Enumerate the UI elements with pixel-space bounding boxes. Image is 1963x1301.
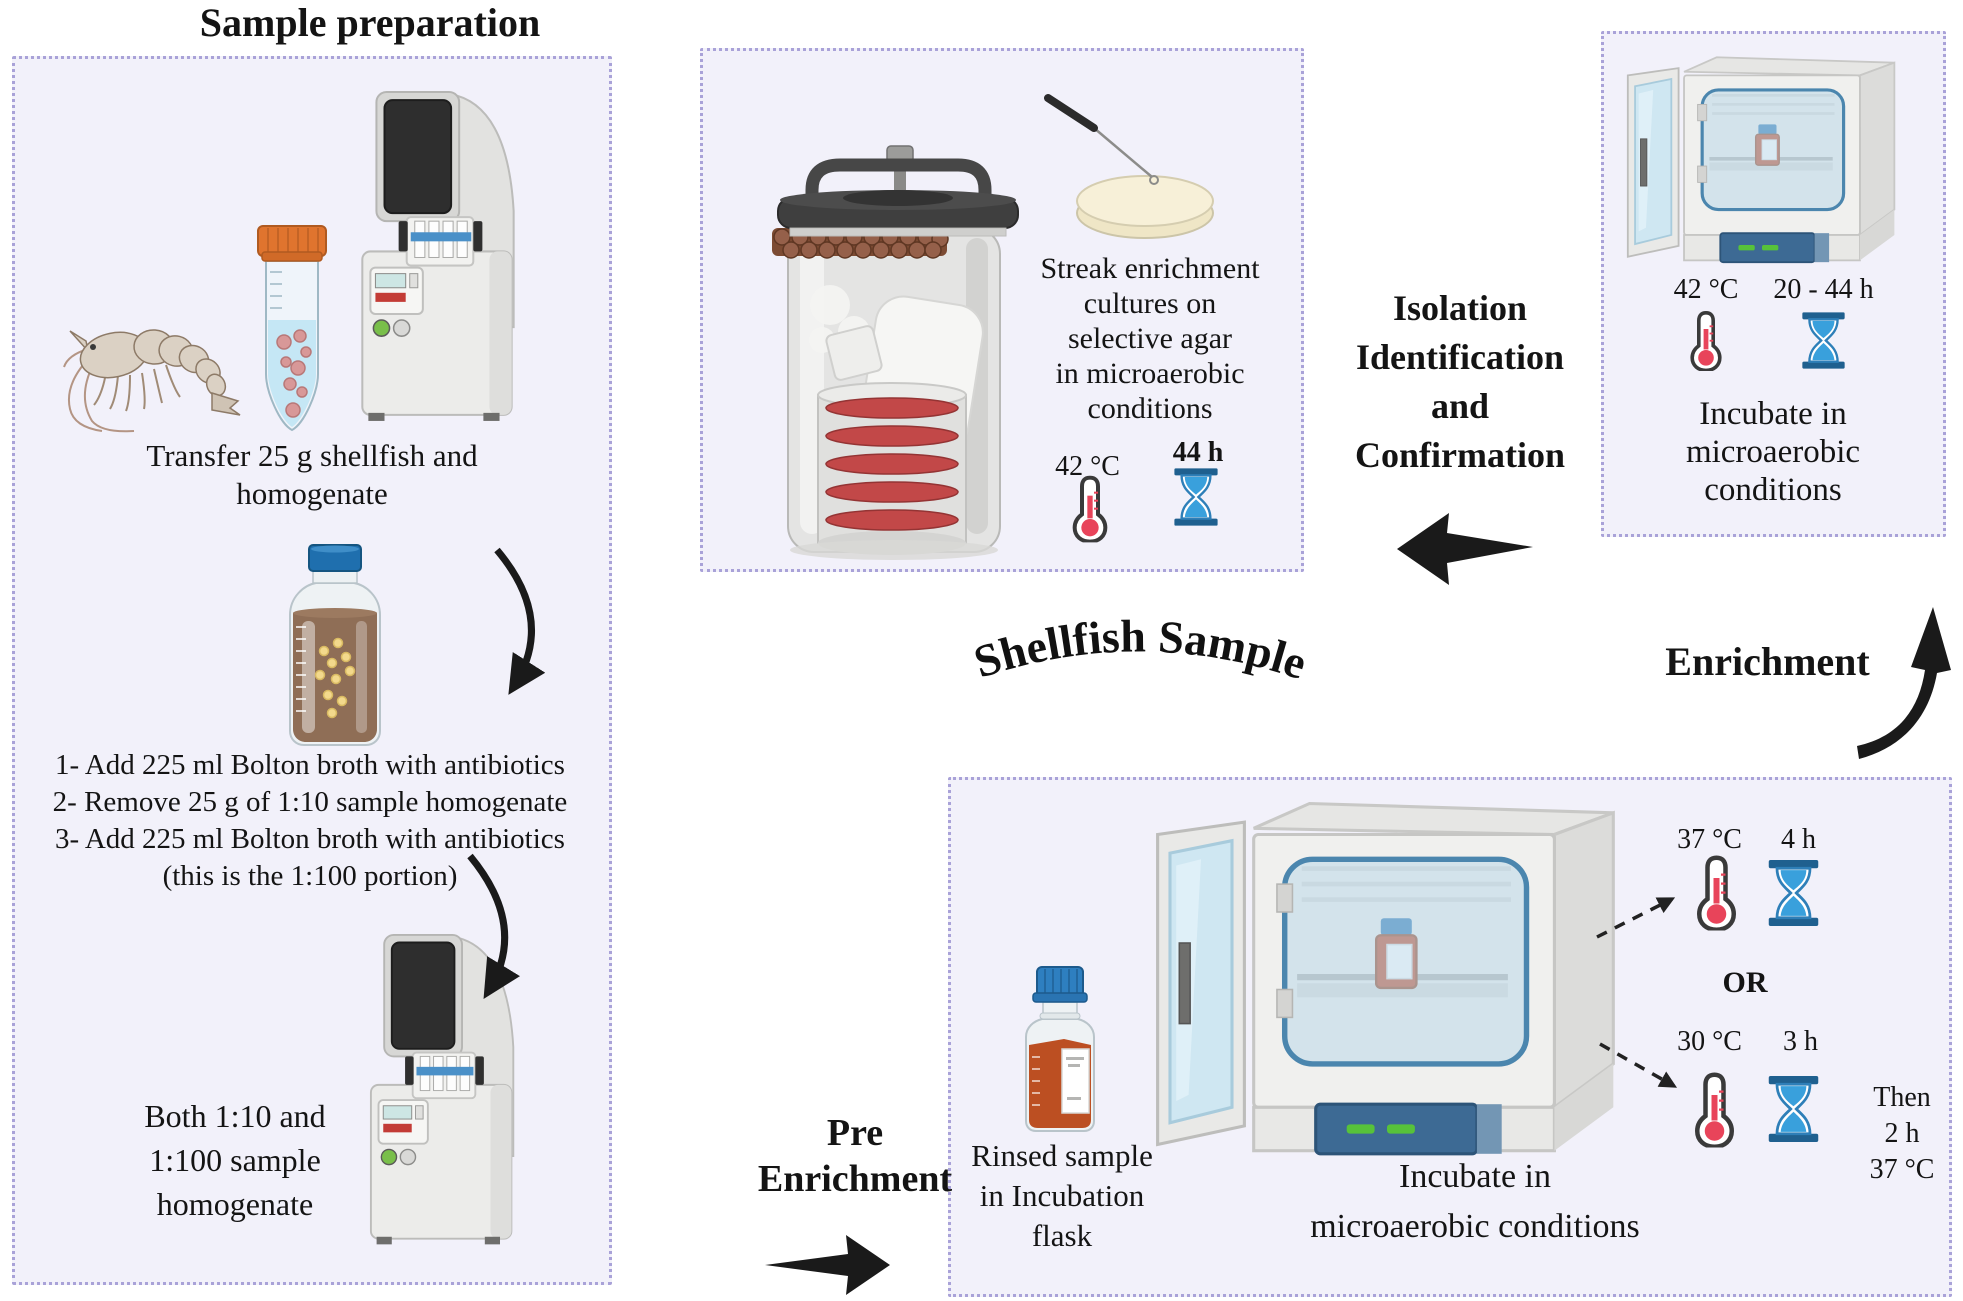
plating-duration-label: 44 h <box>1172 437 1224 468</box>
pre-enrichment-stage-label: Pre Enrichment <box>757 1112 953 1200</box>
diagram-title: Sample preparation <box>199 0 541 45</box>
enrichment-stage-label: Enrichment <box>1665 639 1870 684</box>
incubator-illustration-large <box>1152 788 1622 1160</box>
isolation-identification-label: Isolation Identification and Confirmatio… <box>1355 288 1565 475</box>
falcon-tube-icon <box>257 225 327 432</box>
plating-temperature-label: 42 °C <box>1055 451 1120 482</box>
shrimp-illustration <box>63 329 241 433</box>
rinsed-sample-bottle-icon <box>1025 966 1095 1132</box>
hourglass-icon <box>1172 468 1220 526</box>
option1-temperature-label: 37 °C <box>1677 824 1742 855</box>
or-label: OR <box>1722 966 1768 999</box>
option2-duration-label: 3 h <box>1783 1026 1818 1057</box>
isolation-left-arrow <box>1397 513 1533 585</box>
petri-dish-streak-loop-icon <box>1044 94 1214 239</box>
streak-caption: Streak enrichment cultures on selective … <box>1040 252 1260 425</box>
hourglass-icon <box>1766 1076 1821 1142</box>
option1-duration-label: 4 h <box>1781 824 1816 855</box>
incubator-illustration <box>1626 48 1898 266</box>
incubation-duration-label: 20 - 44 h <box>1773 274 1874 305</box>
stomacher-machine-1 <box>354 90 526 428</box>
hourglass-icon <box>1766 860 1821 926</box>
thermometer-icon <box>1692 1072 1737 1148</box>
svg-text:Shellfish Sample: Shellfish Sample <box>968 610 1313 689</box>
preparation-steps-text: 1- Add 225 ml Bolton broth with antibiot… <box>52 749 568 892</box>
center-arched-label: Shellfish Sample <box>968 610 1313 689</box>
hourglass-icon <box>1800 312 1847 369</box>
center-label-text: Shellfish Sample <box>968 610 1313 689</box>
pre-enrichment-right-arrow <box>765 1235 890 1295</box>
transfer-caption: Transfer 25 g shellfish and homogenate <box>146 438 478 511</box>
anaerobic-jar-illustration <box>772 145 1019 560</box>
thermometer-icon <box>1070 475 1110 543</box>
incubation-caption: Incubate in microaerobic conditions <box>1685 396 1861 508</box>
option2-temperature-label: 30 °C <box>1677 1026 1742 1057</box>
thermometer-icon <box>1694 855 1739 931</box>
thermometer-icon <box>1688 310 1724 372</box>
rinsed-sample-caption: Rinsed sample in Incubation flask <box>971 1138 1153 1253</box>
incubation-temperature-label: 42 °C <box>1673 274 1739 305</box>
then-condition-note: Then 2 h 37 °C <box>1869 1082 1935 1185</box>
pre-enrichment-incubate-caption: Incubate in microaerobic conditions <box>1310 1158 1640 1245</box>
homogenate-result-caption: Both 1:10 and 1:100 sample homogenate <box>144 1098 326 1222</box>
bolton-broth-bottle-icon <box>289 544 381 746</box>
